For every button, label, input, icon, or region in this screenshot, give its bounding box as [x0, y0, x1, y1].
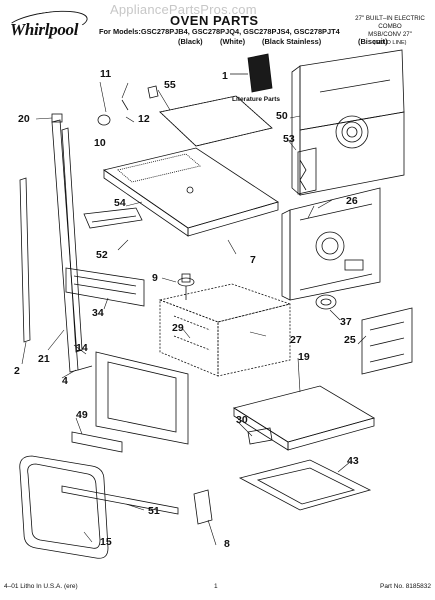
footer-page-number: 1 — [214, 583, 218, 590]
variant-white: (White) — [220, 37, 246, 46]
thermostat — [177, 273, 195, 300]
side-trim-rails — [51, 113, 83, 373]
callout-12: 12 — [138, 113, 150, 125]
back-panel — [291, 49, 405, 196]
callout-leader-lines — [21, 81, 367, 546]
callout-34: 34 — [92, 307, 104, 319]
trim-strip — [19, 177, 31, 343]
callout-55: 55 — [164, 79, 176, 91]
top-insulation — [159, 95, 273, 147]
callout-14: 14 — [76, 342, 88, 354]
literature-parts-label: Literature Parts — [232, 96, 281, 103]
callout-15: 15 — [100, 536, 112, 548]
footer-print-info: 4–01 Litho In U.S.A. (ere) — [4, 583, 78, 590]
bottom-panel — [232, 385, 376, 451]
footer-part-number: Part No. 8185832 — [380, 583, 431, 590]
callout-52: 52 — [96, 249, 108, 261]
callout-26: 26 — [346, 195, 358, 207]
product-line-3: MSB/CONV 27" — [368, 31, 412, 38]
logo-wordmark: Whirlpool — [10, 20, 79, 39]
callout-19: 19 — [298, 351, 310, 363]
page-title: OVEN PARTS — [170, 13, 259, 28]
callout-30: 30 — [236, 414, 248, 426]
callout-37: 37 — [340, 316, 352, 328]
callout-21: 21 — [38, 353, 50, 365]
variant-black: (Black) — [178, 37, 203, 46]
top-plate — [103, 147, 279, 237]
product-line-4: (GOLD LINE) — [373, 40, 407, 46]
callout-8: 8 — [224, 538, 230, 550]
product-line-1: 27" BUILT–IN ELECTRIC — [355, 15, 425, 22]
callout-54: 54 — [114, 197, 126, 209]
callout-2: 2 — [14, 365, 20, 377]
door-trim — [61, 431, 179, 515]
vent-trim — [83, 207, 143, 229]
models-line: For Models:GSC278PJB4, GSC278PJQ4, GSC27… — [99, 27, 340, 36]
literature-booklet — [230, 53, 273, 93]
fan-gasket — [315, 294, 337, 310]
hinge-bracket — [193, 489, 213, 525]
callout-50: 50 — [276, 110, 288, 122]
callout-9: 9 — [152, 272, 158, 284]
callout-53: 53 — [283, 133, 295, 145]
callout-43: 43 — [347, 455, 359, 467]
variant-biscuit: (Biscuit) — [358, 37, 388, 46]
small-hardware — [77, 85, 159, 371]
front-frame — [95, 351, 189, 445]
callout-27: 27 — [290, 334, 302, 346]
callout-4: 4 — [62, 375, 68, 387]
callout-7: 7 — [250, 254, 256, 266]
side-bracket — [361, 307, 413, 375]
bottom-cover — [238, 459, 372, 511]
callout-29: 29 — [172, 322, 184, 334]
callout-1: 1 — [222, 70, 228, 82]
control-panel — [65, 267, 145, 307]
callout-20: 20 — [18, 113, 30, 125]
variant-black-stainless: (Black Stainless) — [262, 37, 322, 46]
callout-10: 10 — [94, 137, 106, 149]
product-line-block: 27" BUILT–IN ELECTRIC COMBO MSB/CONV 27"… — [350, 15, 430, 47]
callout-51: 51 — [148, 505, 160, 517]
callout-25: 25 — [344, 334, 356, 346]
oven-cavity — [158, 283, 292, 377]
whirlpool-logo: Whirlpool — [4, 6, 98, 42]
door-gasket — [19, 455, 109, 559]
product-line-2: COMBO — [378, 23, 402, 30]
watermark: AppliancePartsPros.com — [110, 2, 257, 17]
callout-49: 49 — [76, 409, 88, 421]
rear-shield — [297, 147, 317, 195]
callout-11: 11 — [100, 68, 112, 80]
convection-fan-plate — [281, 187, 381, 301]
